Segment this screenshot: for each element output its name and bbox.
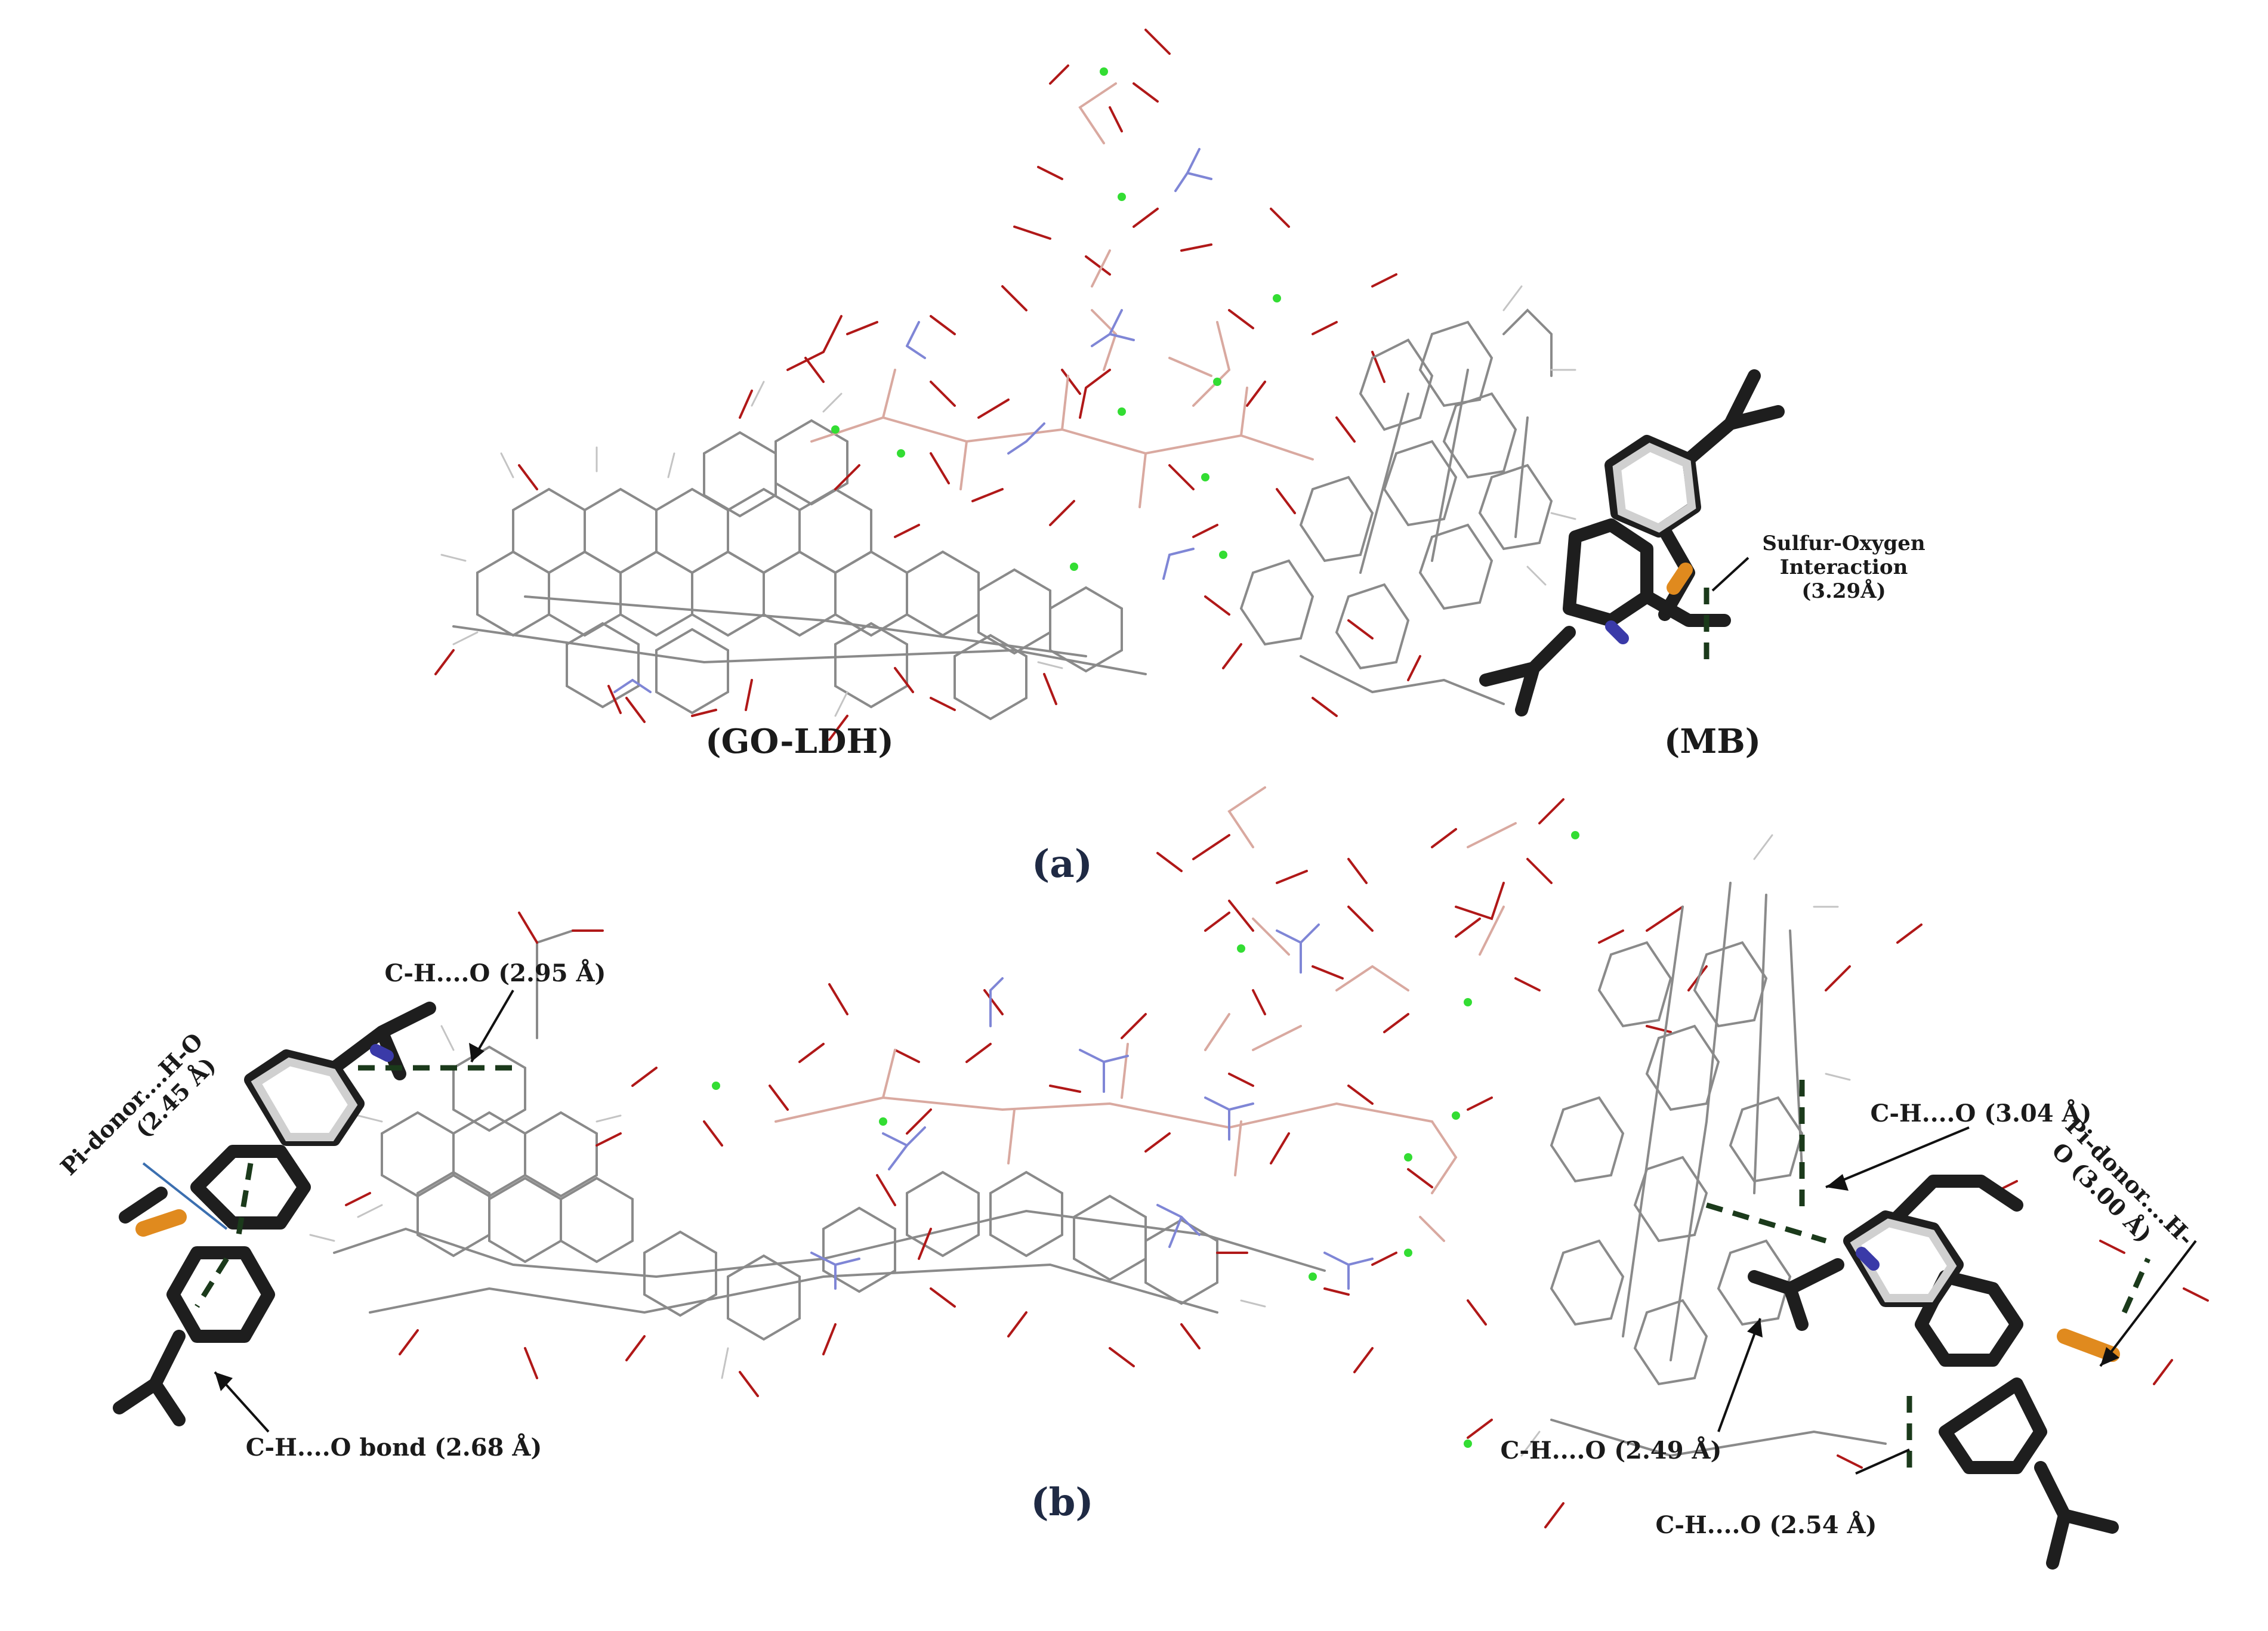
go-ldh-structure-a (434, 29, 1576, 741)
oxygen-groups-b (345, 798, 2209, 1528)
arrow-ch-o-249 (1717, 1318, 1761, 1432)
graphene-oxide-sheet-b (333, 929, 1326, 1341)
graphene-curl-a (1239, 308, 1553, 705)
methylene-blue-a (1479, 369, 1785, 716)
nitrate-ions-b (810, 923, 1374, 1290)
sulfur-atom-b-left (135, 1209, 187, 1237)
label-ch-o-bond-268: C-H....O bond (2.68 Å) (246, 1434, 542, 1462)
label-ch-o-304: C-H....O (3.04 Å) (1871, 1099, 2092, 1128)
leader-arrows-b (142, 989, 2197, 1475)
sulfur-oxygen-leader (1711, 557, 1749, 592)
arrow-pi-donor-left (142, 1162, 228, 1230)
hydrogen-atoms-b (309, 834, 1851, 1457)
interaction-text: Interaction (1780, 555, 1908, 579)
sulfur-atom-a (1667, 563, 1693, 595)
label-pi-donor-left: Pi-donor....H-O (2.45 Å) (55, 1027, 221, 1181)
panel-b-label: (b) (1030, 1480, 1093, 1525)
methylene-blue-b-right (1748, 1175, 2120, 1570)
label-ch-o-249: C-H....O (2.49 Å) (1501, 1437, 1722, 1465)
dash-ch-o-268 (195, 1257, 229, 1308)
label-pi-donor-right: Pi-donor....H- O (3.00 Å) (2047, 1112, 2199, 1251)
arrow-ch-o-304 (1825, 1126, 1970, 1188)
ldh-metal-framework-a (810, 82, 1314, 508)
sulfur-oxygen-label: Sulfur-Oxygen Interaction (3.29Å) (1762, 532, 1925, 603)
distance-329-text: (3.29Å) (1801, 579, 1886, 603)
mb-label: (MB) (1664, 722, 1761, 761)
ldh-metal-framework-b (774, 786, 1517, 1242)
panel-a-label: (a) (1032, 842, 1093, 886)
go-ldh-structure-b (309, 786, 2209, 1528)
label-ch-o-295: C-H....O (2.95 Å) (385, 959, 606, 987)
nitrate-ions-a (613, 148, 1212, 693)
label-ch-o-254: C-H....O (2.54 Å) (1656, 1511, 1877, 1539)
hydrogen-atoms-a (440, 285, 1576, 717)
chloride-ions-b (712, 831, 1579, 1448)
go-ldh-label: (GO-LDH) (705, 722, 894, 761)
arrow-pi-donor-right (2099, 1240, 2197, 1367)
chloride-ions-a (831, 67, 1281, 571)
arrow-ch-o-254 (1855, 1448, 1910, 1475)
oxygen-groups-a (434, 29, 1421, 741)
graphene-curl-b (1550, 882, 1887, 1457)
interaction-dashes-b (195, 1065, 2151, 1468)
methylene-blue-b-left (113, 1002, 436, 1426)
dash-pi-donor-right (2121, 1258, 2151, 1314)
sulfur-oxygen-text: Sulfur-Oxygen (1762, 532, 1925, 555)
graphene-oxide-sheet-a (452, 419, 1147, 721)
dash-pi-donor-left (236, 1163, 254, 1235)
sulfur-atom-b-right (2057, 1329, 2120, 1362)
dash-ch-o-249 (1705, 1202, 1827, 1244)
nitrogen-atom-b-left (370, 1044, 394, 1062)
nitrogen-atom-a (1605, 620, 1629, 644)
nitrogen-atom-b-right (1856, 1247, 1880, 1271)
